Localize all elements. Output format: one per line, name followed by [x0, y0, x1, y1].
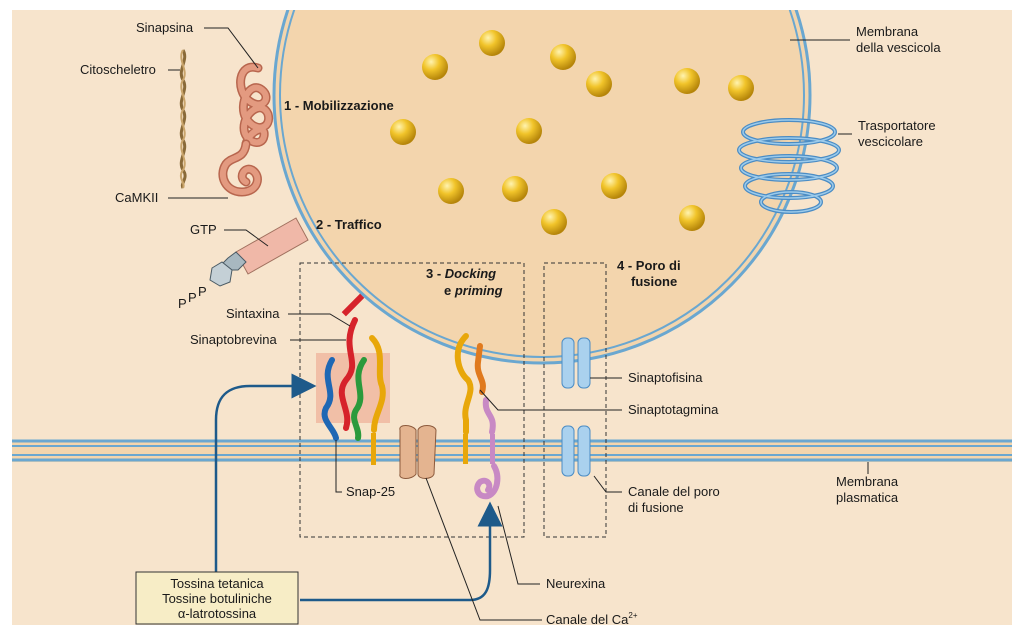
step-docking: 3 - Docking [426, 266, 496, 281]
snap25-green [351, 357, 367, 441]
neurotransmitter-molecule [601, 173, 627, 199]
toxin-box: Tossina tetanica Tossine botuliniche α-l… [135, 571, 299, 625]
label-membrana-vescicola-2: della vescicola [856, 40, 941, 55]
neurotransmitters [390, 30, 754, 235]
label-membrana-vescicola-1: Membrana [856, 24, 919, 39]
neurotransmitter-molecule [516, 118, 542, 144]
label-canale-ca: Canale del Ca2+ [546, 611, 638, 627]
step-priming: e priming [444, 283, 503, 298]
step-fusion-pore-1: 4 - Poro di [617, 258, 681, 273]
calcium-channel [399, 425, 437, 479]
label-neurexina: Neurexina [546, 576, 606, 591]
label-sinaptotagmina: Sinaptotagmina [628, 402, 719, 417]
label-citoscheletro: Citoscheletro [80, 62, 156, 77]
label-membrana-plasmatica-2: plasmatica [836, 490, 899, 505]
step-mobilization: 1 - Mobilizzazione [284, 98, 394, 113]
label-sinapsina: Sinapsina [136, 20, 194, 35]
synaptobrevin [338, 317, 358, 431]
step-traffic: 2 - Traffico [316, 217, 382, 232]
fusion-pore-channel [561, 425, 591, 477]
plasma-membrane [12, 439, 1012, 462]
syntaxin [369, 335, 386, 433]
label-membrana-plasmatica-1: Membrana [836, 474, 899, 489]
label-snap25: Snap-25 [346, 484, 395, 499]
label-trasportatore-1: Trasportatore [858, 118, 936, 133]
leader-lines [168, 27, 869, 621]
docking-priming-box [299, 262, 525, 538]
neurotransmitter-molecule [674, 68, 700, 94]
label-phosphate-2: P [188, 290, 197, 305]
snap25-blue [321, 357, 339, 441]
rab-gtp-protein [209, 217, 309, 287]
label-phosphate-3: P [198, 284, 207, 299]
neurotransmitter-molecule [728, 75, 754, 101]
label-sinaptobrevina: Sinaptobrevina [190, 332, 277, 347]
label-phosphate-1: P [178, 296, 187, 311]
label-canale-poro-2: di fusione [628, 500, 684, 515]
toxin-line-3: α-latrotossina [178, 606, 257, 621]
label-gtp: GTP [190, 222, 217, 237]
neurotransmitter-molecule [541, 209, 567, 235]
synaptotagmin-neurexin [454, 333, 501, 500]
neurotransmitter-molecule [679, 205, 705, 231]
synaptophysin-channel [561, 337, 591, 389]
neurexin [482, 397, 496, 435]
synapsin-protein [218, 62, 274, 197]
neurotransmitter-molecule [586, 71, 612, 97]
toxin-line-2: Tossine botuliniche [162, 591, 272, 606]
label-trasportatore-2: vescicolare [858, 134, 923, 149]
toxin-arrows [214, 373, 503, 602]
toxin-line-1: Tossina tetanica [170, 576, 264, 591]
step-fusion-pore-2: fusione [631, 274, 677, 289]
neurotransmitter-molecule [390, 119, 416, 145]
neurotransmitter-molecule [438, 178, 464, 204]
label-camkii: CaMKII [115, 190, 158, 205]
label-sintaxina: Sintaxina [226, 306, 280, 321]
neurotransmitter-molecule [422, 54, 448, 80]
neurotransmitter-molecule [502, 176, 528, 202]
synaptic-vesicle [272, 10, 812, 365]
neurotransmitter-molecule [550, 44, 576, 70]
neurotransmitter-molecule [479, 30, 505, 56]
synaptotagmin [474, 343, 486, 395]
label-sinaptofisina: Sinaptofisina [628, 370, 703, 385]
label-canale-poro-1: Canale del poro [628, 484, 720, 499]
fusion-pore-box [543, 262, 607, 538]
snare-complex [316, 293, 390, 465]
cytoskeleton-fiber [179, 49, 187, 189]
